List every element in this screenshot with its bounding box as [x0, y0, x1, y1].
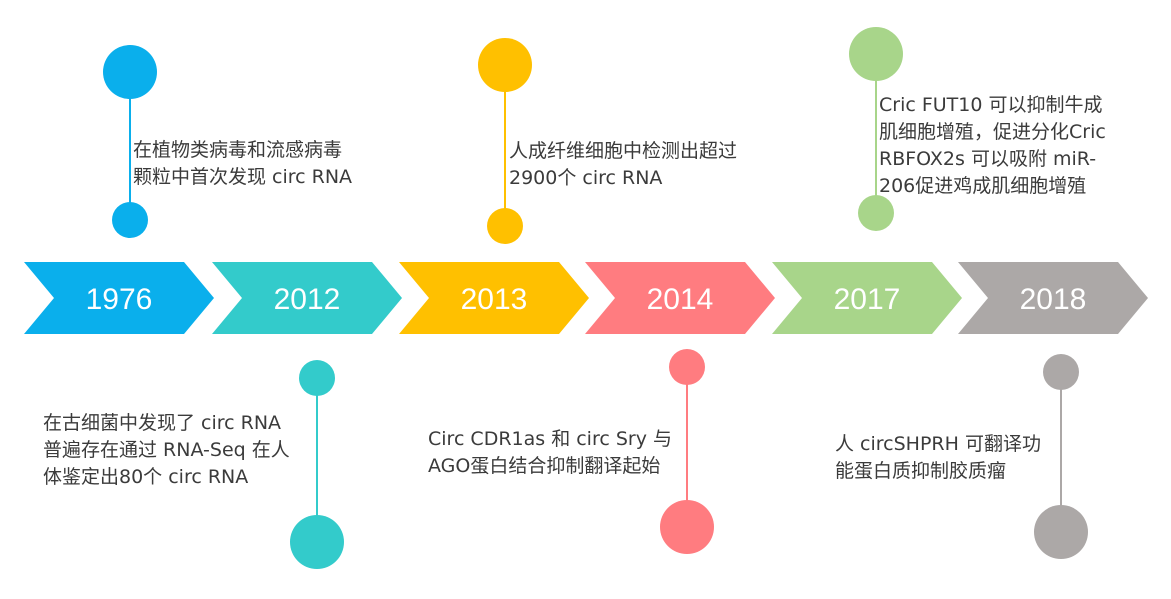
event-line: 人成纤维细胞中检测出超过 [509, 140, 738, 162]
small-dot-2018 [1043, 354, 1079, 390]
event-line: Circ CDR1as 和 circ Sry 与 [428, 428, 672, 450]
small-dot-2012 [299, 360, 335, 396]
arrow-2012 [212, 262, 402, 334]
event-text-2012: 在古细菌中发现了 circ RNA 普遍存在通过 RNA-Seq 在人 体鉴定出… [43, 410, 290, 491]
small-dot-2013 [487, 208, 523, 244]
event-line: 体鉴定出80个 circ RNA [43, 466, 249, 488]
small-dot-2017 [858, 195, 894, 231]
arrow-2013 [399, 262, 589, 334]
small-dot-1976 [112, 202, 148, 238]
big-dot-1976 [103, 45, 157, 99]
event-line: 在古细菌中发现了 circ RNA [43, 412, 282, 434]
event-line: 肌细胞增殖，促进分化Cric [879, 121, 1106, 143]
big-dot-2013 [478, 38, 532, 92]
year-label-2018: 2018 [1020, 283, 1087, 316]
event-text-1976: 在植物类病毒和流感病毒 颗粒中首次发现 circ RNA [133, 137, 352, 191]
year-label-2013: 2013 [461, 283, 528, 316]
event-line: 人 circSHPRH 可翻译功 [835, 433, 1041, 455]
event-line: Cric FUT10 可以抑制牛成 [879, 94, 1103, 116]
arrow-2017 [772, 262, 962, 334]
event-line: RBFOX2s 可以吸附 miR- [879, 148, 1097, 170]
big-dot-2018 [1034, 505, 1088, 559]
event-line: 206促进鸡成肌细胞增殖 [879, 175, 1087, 197]
year-label-2014: 2014 [647, 283, 714, 316]
year-label-2012: 2012 [274, 283, 341, 316]
event-text-2014: Circ CDR1as 和 circ Sry 与 AGO蛋白结合抑制翻译起始 [428, 426, 672, 480]
big-dot-2017 [849, 27, 903, 81]
arrow-1976 [24, 262, 214, 334]
year-label-2017: 2017 [834, 283, 901, 316]
big-dot-2012 [290, 515, 344, 569]
event-text-2018: 人 circSHPRH 可翻译功 能蛋白质抑制胶质瘤 [835, 431, 1041, 485]
event-line: 能蛋白质抑制胶质瘤 [835, 460, 1007, 482]
event-line: 在植物类病毒和流感病毒 [133, 139, 343, 161]
big-dot-2014 [660, 500, 714, 554]
event-line: 普遍存在通过 RNA-Seq 在人 [43, 439, 290, 461]
event-line: 颗粒中首次发现 circ RNA [133, 166, 353, 188]
event-line: 2900个 circ RNA [509, 167, 663, 189]
arrow-2018 [958, 262, 1148, 334]
year-label-1976: 1976 [86, 283, 153, 316]
event-text-2017: Cric FUT10 可以抑制牛成 肌细胞增殖，促进分化Cric RBFOX2s… [879, 92, 1106, 200]
small-dot-2014 [669, 349, 705, 385]
arrow-2014 [585, 262, 775, 334]
event-text-2013: 人成纤维细胞中检测出超过 2900个 circ RNA [509, 138, 737, 192]
event-line: AGO蛋白结合抑制翻译起始 [428, 455, 661, 477]
